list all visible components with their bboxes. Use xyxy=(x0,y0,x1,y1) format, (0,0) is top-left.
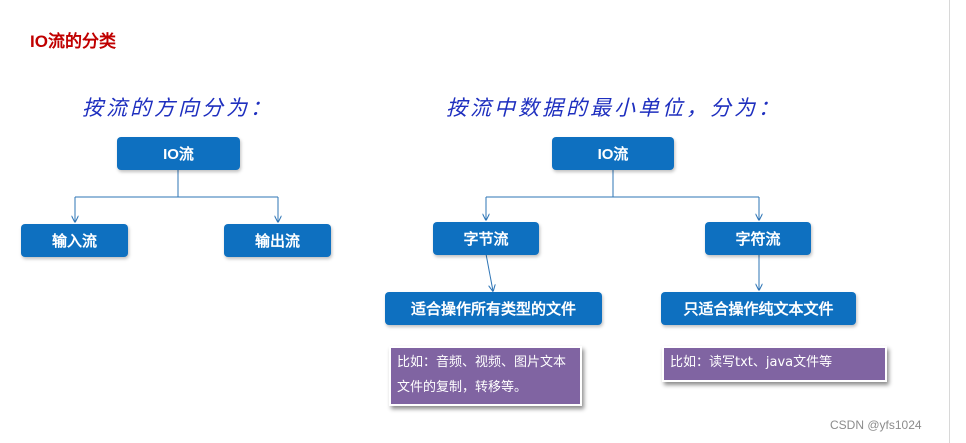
left-heading: 按流的方向分为： xyxy=(82,96,274,120)
char-stream-box: 字符流 xyxy=(705,222,811,255)
slide-border xyxy=(949,0,950,443)
byte-stream-example-note: 比如：音频、视频、图片文本文件的复制，转移等。 xyxy=(389,346,582,406)
watermark: CSDN @yfs1024 xyxy=(830,418,922,432)
page-title: IO流的分类 xyxy=(30,32,116,51)
byte-stream-desc-box: 适合操作所有类型的文件 xyxy=(385,292,602,325)
left-root-box: IO流 xyxy=(117,137,240,170)
byte-desc-arrow xyxy=(485,253,493,291)
right-heading: 按流中数据的最小单位，分为： xyxy=(446,96,782,120)
right-root-box: IO流 xyxy=(552,137,674,170)
input-stream-box: 输入流 xyxy=(21,224,128,257)
char-stream-desc-box: 只适合操作纯文本文件 xyxy=(661,292,856,325)
byte-stream-box: 字节流 xyxy=(433,222,539,255)
char-stream-example-note: 比如：读写txt、java文件等 xyxy=(662,346,887,382)
output-stream-box: 输出流 xyxy=(224,224,331,257)
